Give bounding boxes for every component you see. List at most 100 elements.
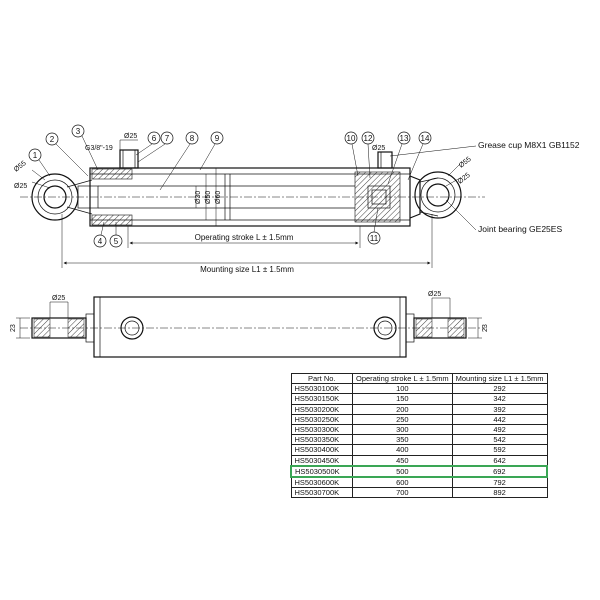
callout-7: 7 bbox=[137, 131, 174, 163]
svg-text:3: 3 bbox=[76, 127, 81, 136]
callout-3: 3 bbox=[71, 124, 99, 171]
callout-5: 5 bbox=[109, 222, 123, 248]
svg-text:9: 9 bbox=[215, 134, 220, 143]
part-no-cell: HS5030600K bbox=[290, 476, 353, 489]
stroke-cell: 500 bbox=[352, 464, 453, 478]
part-no-cell: HS5030400K bbox=[290, 444, 353, 456]
part-no-cell: HS5030300K bbox=[290, 423, 353, 436]
part-no-cell: HS5030700K bbox=[290, 487, 353, 499]
part-no-cell: HS5030350K bbox=[290, 434, 353, 446]
svg-text:1: 1 bbox=[33, 151, 38, 160]
part-no-cell: HS5030500K bbox=[290, 464, 353, 478]
right-rod-eye bbox=[414, 171, 462, 219]
mounting-cell: 692 bbox=[451, 464, 549, 478]
mounting-cell: 642 bbox=[451, 454, 548, 467]
dim-eye-left-outer: Ø55 bbox=[13, 160, 28, 174]
stroke-cell: 400 bbox=[352, 444, 453, 456]
dim-rod: Ø30 bbox=[195, 191, 202, 204]
stroke-cell: 100 bbox=[352, 383, 453, 395]
svg-text:11: 11 bbox=[370, 234, 379, 243]
callout-1: 1 bbox=[28, 148, 51, 177]
dim-width-right: 23 bbox=[482, 324, 489, 332]
svg-text:12: 12 bbox=[364, 134, 373, 143]
part-no-cell: HS5030250K bbox=[290, 413, 353, 425]
svg-text:14: 14 bbox=[421, 134, 430, 143]
mounting-cell: 592 bbox=[451, 444, 548, 456]
stroke-cell: 450 bbox=[352, 454, 453, 467]
dim-top-right: Ø25 bbox=[428, 291, 441, 298]
stroke-cell: 200 bbox=[352, 403, 453, 415]
callout-13: 13 bbox=[387, 131, 411, 185]
stroke-cell: 600 bbox=[352, 476, 453, 489]
header-operating-stroke: Operating stroke L ± 1.5mm bbox=[352, 372, 453, 385]
dim-operating-stroke: Operating stroke L ± 1.5mm bbox=[195, 233, 294, 242]
header-part-no: Part No. bbox=[290, 372, 353, 385]
callout-8: 8 bbox=[159, 131, 199, 191]
svg-text:2: 2 bbox=[50, 135, 55, 144]
svg-text:8: 8 bbox=[190, 134, 195, 143]
part-no-cell: HS5030450K bbox=[290, 454, 353, 467]
svg-text:10: 10 bbox=[347, 134, 356, 143]
dim-mounting-size: Mounting size L1 ± 1.5mm bbox=[200, 265, 294, 274]
callout-9: 9 bbox=[199, 131, 224, 171]
callout-6: 6 bbox=[135, 131, 161, 156]
joint-bearing-note: Joint bearing GE25ES bbox=[478, 224, 562, 234]
svg-text:7: 7 bbox=[165, 134, 170, 143]
dim-bore: Ø50 bbox=[205, 191, 212, 204]
svg-text:13: 13 bbox=[400, 134, 409, 143]
dim-eye-left-inner: Ø25 bbox=[14, 183, 27, 190]
dim-tube: Ø60 bbox=[215, 191, 222, 204]
svg-text:6: 6 bbox=[152, 134, 157, 143]
callout-2: 2 bbox=[45, 132, 89, 177]
stroke-cell: 700 bbox=[352, 487, 453, 499]
stroke-cell: 300 bbox=[352, 423, 453, 436]
dim-eye-right-outer: Ø55 bbox=[458, 156, 473, 170]
dim-top-left: Ø25 bbox=[52, 295, 65, 302]
stroke-cell: 150 bbox=[352, 393, 453, 405]
header-mounting-size: Mounting size L1 ± 1.5mm bbox=[451, 372, 548, 385]
stroke-cell: 250 bbox=[352, 413, 453, 425]
dim-port-right: Ø25 bbox=[372, 145, 385, 152]
grease-cup-note: Grease cup M8X1 GB1152 bbox=[478, 140, 580, 150]
mounting-cell: 792 bbox=[451, 476, 548, 489]
dim-port-left: Ø25 bbox=[124, 133, 137, 140]
part-no-cell: HS5030100K bbox=[290, 383, 353, 395]
section-view bbox=[20, 139, 485, 268]
callout-4: 4 bbox=[93, 221, 107, 248]
side-view bbox=[16, 296, 485, 358]
callout-12: 12 bbox=[361, 131, 375, 179]
mounting-cell: 442 bbox=[451, 413, 548, 425]
part-no-cell: HS5030150K bbox=[290, 393, 353, 405]
callout-10: 10 bbox=[344, 131, 359, 177]
mounting-cell: 292 bbox=[451, 383, 548, 395]
svg-text:4: 4 bbox=[98, 237, 103, 246]
dim-eye-right-inner: Ø25 bbox=[457, 172, 472, 186]
mounting-cell: 342 bbox=[451, 393, 548, 405]
thread-note: G3/8"-19 bbox=[85, 145, 113, 152]
svg-text:5: 5 bbox=[114, 237, 119, 246]
mounting-cell: 492 bbox=[451, 423, 548, 436]
mounting-cell: 392 bbox=[451, 403, 548, 415]
parts-table: Part No. Operating stroke L ± 1.5mm Moun… bbox=[290, 372, 549, 499]
table-header-row: Part No. Operating stroke L ± 1.5mm Moun… bbox=[290, 372, 548, 385]
dim-width-left: 23 bbox=[10, 324, 17, 332]
mounting-cell: 892 bbox=[451, 487, 548, 499]
part-no-cell: HS5030200K bbox=[290, 403, 353, 415]
stroke-cell: 350 bbox=[352, 434, 453, 446]
callout-14: 14 bbox=[407, 131, 432, 181]
callouts: 1 2 3 6 7 8 9 10 12 13 14 4 5 11 bbox=[28, 124, 432, 248]
mounting-cell: 542 bbox=[451, 434, 548, 446]
